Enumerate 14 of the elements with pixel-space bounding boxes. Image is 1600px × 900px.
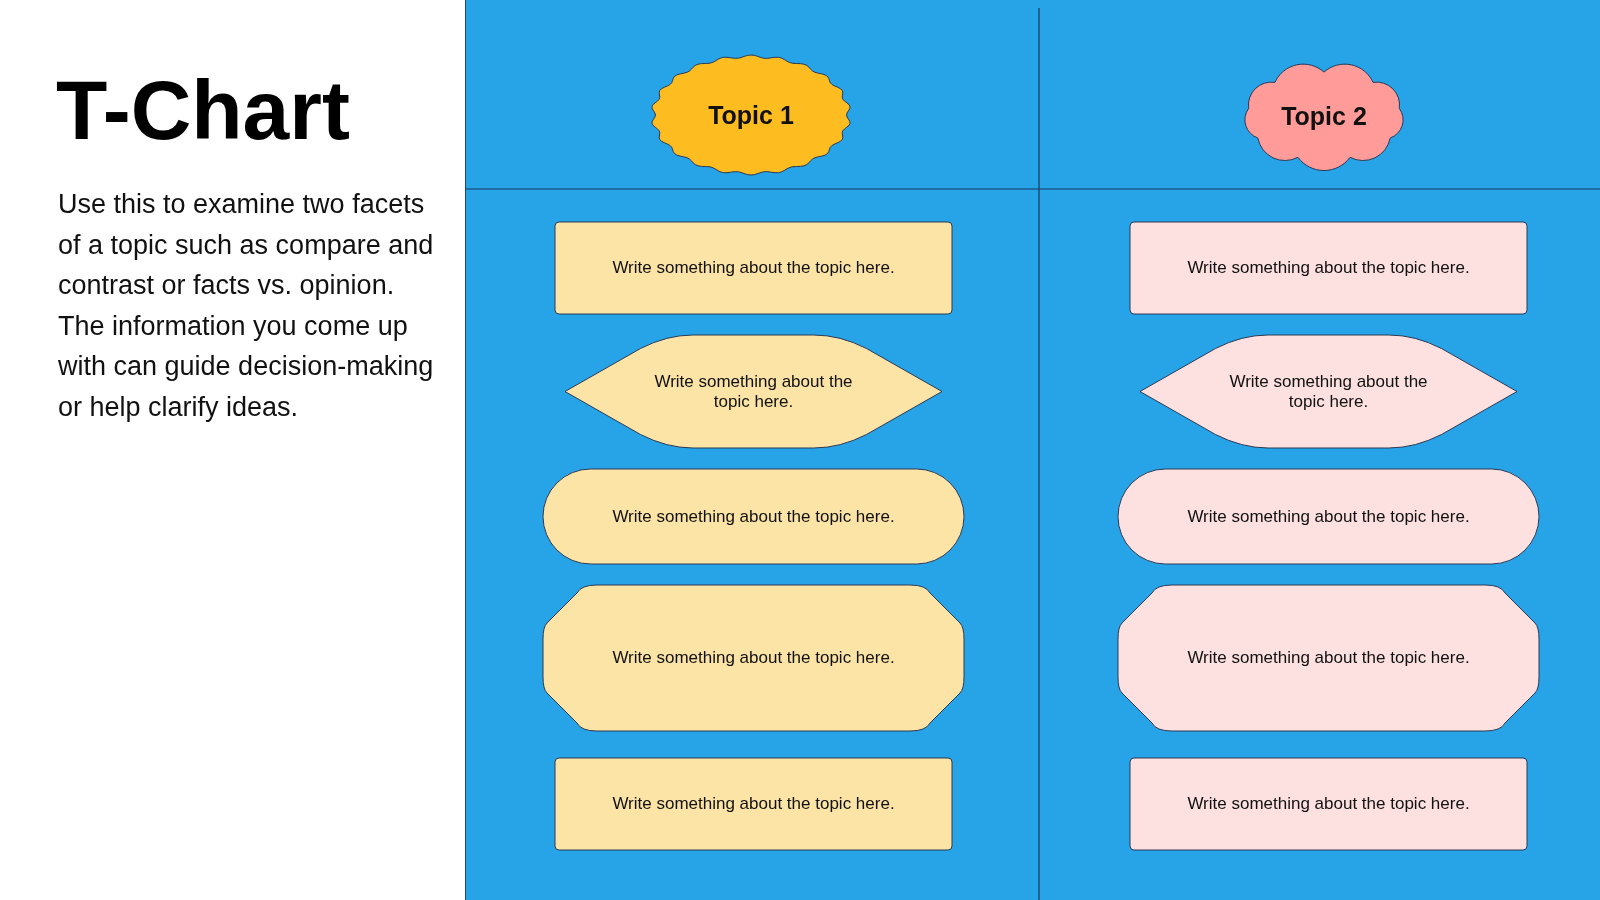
- note-text: Write something about the topic here.: [1228, 371, 1429, 412]
- note-text: Write something about the topic here.: [1186, 506, 1471, 527]
- note-text: Write something about the topic here.: [611, 794, 896, 814]
- topic-heading: Topic 1: [708, 100, 794, 130]
- note-text: Write something about the topic here.: [1186, 794, 1471, 814]
- note-text: Write something about the topic here.: [611, 258, 896, 278]
- note-text: Write something about the topic here.: [611, 648, 896, 668]
- note-text: Write something about the topic here.: [1186, 648, 1471, 668]
- note-text: Write something about the topic here.: [1186, 258, 1471, 278]
- note-text: Write something about the topic here.: [611, 506, 896, 527]
- title: T-Chart: [56, 62, 350, 159]
- topic-heading: Topic 2: [1281, 101, 1367, 131]
- note-text: Write something about the topic here.: [653, 371, 854, 412]
- intro-paragraph: Use this to examine two facets of a topic such as compare and contrast or facts vs. opinion. The information you come up with can guide decision-making or help clarify ideas.: [58, 188, 435, 424]
